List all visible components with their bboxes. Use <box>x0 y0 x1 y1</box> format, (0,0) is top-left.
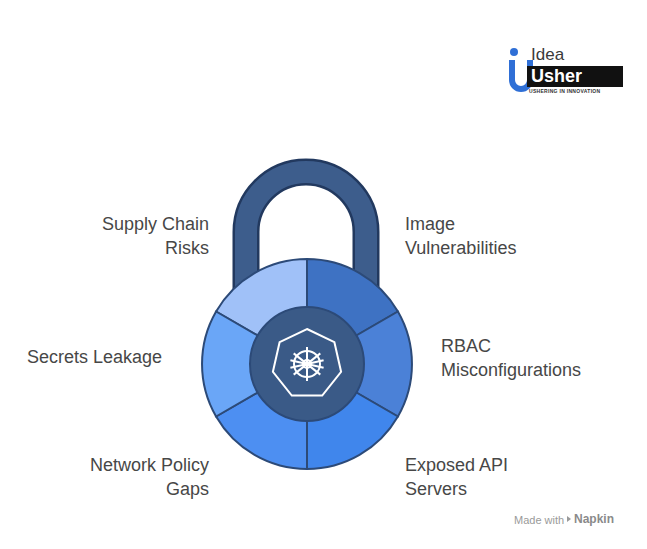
risk-label: Supply Chain Risks <box>79 212 209 260</box>
napkin-icon <box>567 516 571 522</box>
brand-tagline: USHERING IN INNOVATION <box>529 88 629 95</box>
center-hub <box>250 307 364 421</box>
risk-label: Image Vulnerabilities <box>405 212 545 260</box>
brand-name: Usher <box>531 66 621 87</box>
risk-label: Secrets Leakage <box>27 345 187 369</box>
brand-name: Idea <box>531 45 591 65</box>
watermark: Napkin <box>574 512 634 527</box>
watermark: Made with <box>514 513 566 527</box>
brand-logo <box>509 48 623 92</box>
risk-label: RBAC Misconfigurations <box>441 334 621 382</box>
kubernetes-logo <box>273 329 341 396</box>
lock-body <box>202 259 412 469</box>
risk-label: Network Policy Gaps <box>69 453 209 501</box>
risk-label: Exposed API Servers <box>405 453 523 501</box>
